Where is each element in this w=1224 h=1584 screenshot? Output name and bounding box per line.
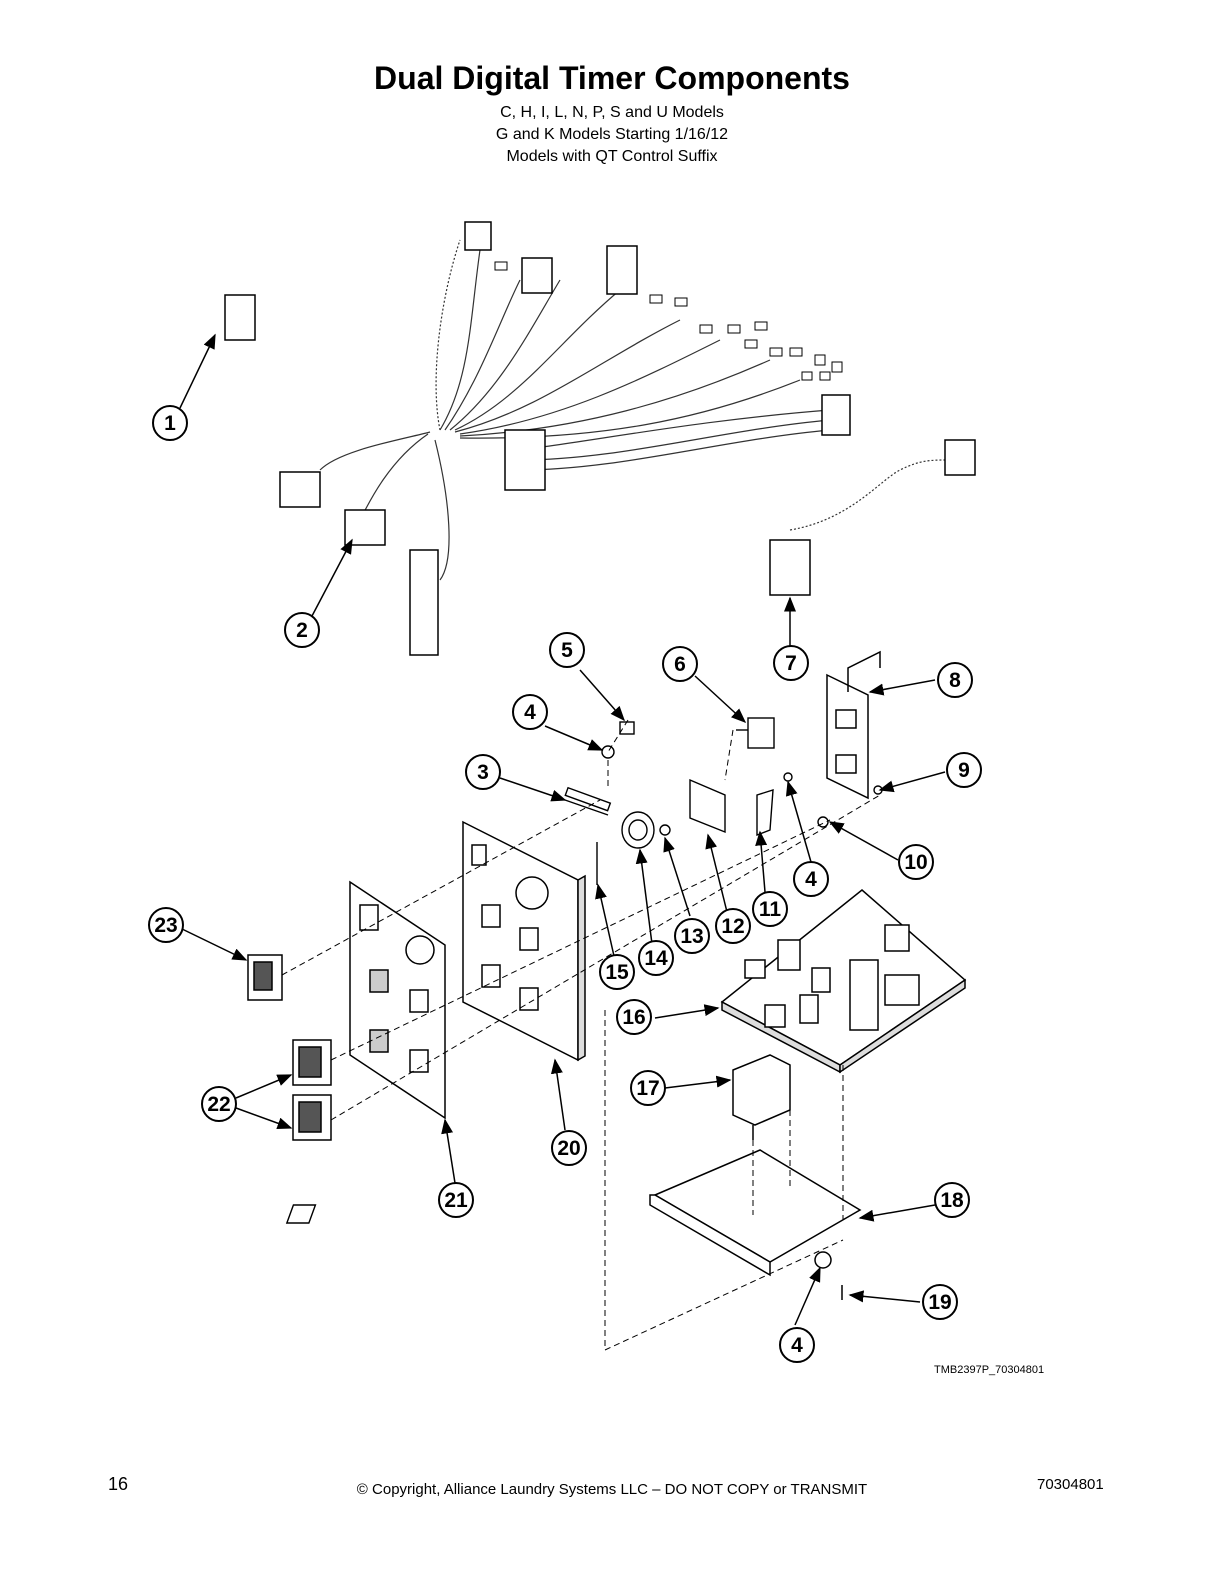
callout-label: 4 bbox=[791, 1334, 803, 1357]
callout-11: 11 bbox=[752, 891, 788, 927]
callout-4: 4 bbox=[512, 694, 548, 730]
figure-reference: TMB2397P_70304801 bbox=[934, 1364, 1045, 1376]
callout-label: 18 bbox=[940, 1189, 964, 1212]
callout-label: 22 bbox=[207, 1093, 230, 1116]
callout-17: 17 bbox=[630, 1070, 666, 1106]
callout-label: 2 bbox=[296, 619, 308, 642]
callout-14: 14 bbox=[638, 940, 674, 976]
callout-label: 10 bbox=[904, 851, 927, 874]
callout-label: 16 bbox=[622, 1006, 645, 1029]
callout-7: 7 bbox=[773, 645, 809, 681]
front-panel-overlay bbox=[349, 880, 446, 1120]
callout-23: 23 bbox=[148, 907, 184, 943]
callout-label: 5 bbox=[561, 639, 573, 662]
subtitle-line: C, H, I, L, N, P, S and U Models bbox=[500, 104, 724, 121]
callout-label: 17 bbox=[636, 1077, 659, 1100]
callout-label: 4 bbox=[524, 701, 536, 724]
callout-12: 12 bbox=[715, 908, 751, 944]
callout-label: 8 bbox=[949, 669, 961, 692]
callout-10: 10 bbox=[898, 844, 934, 880]
callout-1: 1 bbox=[152, 405, 188, 441]
callout-4: 4 bbox=[793, 861, 829, 897]
callout-13: 13 bbox=[674, 918, 710, 954]
callout-label: 13 bbox=[680, 925, 703, 948]
subtitle-line: Models with QT Control Suffix bbox=[506, 148, 718, 165]
callout-4: 4 bbox=[779, 1327, 815, 1363]
callout-16: 16 bbox=[616, 999, 652, 1035]
harness-connectors bbox=[224, 221, 976, 656]
callout-label: 15 bbox=[605, 961, 629, 984]
control-board bbox=[720, 889, 967, 1074]
callout-label: 19 bbox=[928, 1291, 951, 1314]
page-number: 16 bbox=[108, 1474, 129, 1494]
assembly-lines bbox=[281, 719, 881, 1351]
callout-22: 22 bbox=[201, 1086, 237, 1122]
callout-9: 9 bbox=[946, 752, 982, 788]
harness-terminals bbox=[494, 261, 843, 381]
callout-2: 2 bbox=[284, 612, 320, 648]
callout-label: 3 bbox=[477, 761, 489, 784]
document-number: 70304801 bbox=[1037, 1476, 1104, 1493]
callout-21: 21 bbox=[438, 1182, 474, 1218]
callout-label: 12 bbox=[721, 915, 744, 938]
callout-label: 21 bbox=[444, 1189, 468, 1212]
copyright-notice: © Copyright, Alliance Laundry Systems LL… bbox=[356, 1481, 868, 1498]
callout-label: 7 bbox=[785, 652, 797, 675]
wire-harness bbox=[319, 239, 951, 581]
callout-label: 23 bbox=[154, 914, 177, 937]
callout-label: 9 bbox=[958, 759, 970, 782]
rocker-switches bbox=[247, 954, 332, 1141]
callout-label: 20 bbox=[557, 1137, 580, 1160]
callout-3: 3 bbox=[465, 754, 501, 790]
control-panel bbox=[462, 820, 586, 1062]
callout-20: 20 bbox=[551, 1130, 587, 1166]
callout-6: 6 bbox=[662, 646, 698, 682]
base-plate bbox=[285, 1149, 862, 1300]
callout-19: 19 bbox=[922, 1284, 958, 1320]
callout-15: 15 bbox=[599, 954, 635, 990]
callout-18: 18 bbox=[934, 1182, 970, 1218]
callout-8: 8 bbox=[937, 662, 973, 698]
callout-5: 5 bbox=[549, 632, 585, 668]
callout-label: 14 bbox=[644, 947, 668, 970]
subtitle-line: G and K Models Starting 1/16/12 bbox=[495, 126, 729, 143]
page-title: Dual Digital Timer Components bbox=[374, 60, 850, 96]
callout-label: 4 bbox=[805, 868, 817, 891]
encoder-knob bbox=[732, 1054, 791, 1140]
callout-label: 6 bbox=[674, 653, 686, 676]
callout-label: 1 bbox=[164, 412, 176, 435]
callout-label: 11 bbox=[759, 898, 782, 921]
display-board bbox=[826, 650, 881, 800]
leader-arrows bbox=[179, 333, 946, 1326]
